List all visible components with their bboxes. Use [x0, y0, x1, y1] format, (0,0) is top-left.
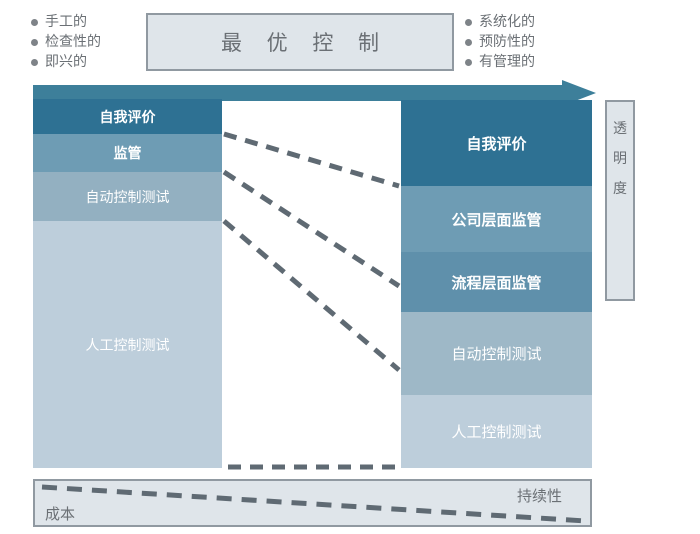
stack-segment[interactable]: 自我评价: [33, 99, 222, 134]
bullet-item: 有管理的: [465, 52, 535, 72]
bullet-dot-icon: [31, 58, 38, 66]
stack-segment[interactable]: 自我评价: [401, 100, 592, 186]
stack-segment-label: 自动控制测试: [451, 345, 542, 363]
transparency-char: 度: [613, 181, 627, 197]
bullet-list-current-state: 手工的 检查性的 即兴的: [31, 12, 101, 72]
stack-segment-label: 自我评价: [466, 134, 527, 153]
bullet-dot-icon: [465, 58, 472, 66]
bullet-dot-icon: [465, 38, 472, 46]
connector-dashed-line: [223, 131, 400, 189]
bullet-label: 检查性的: [45, 34, 101, 50]
stack-segment-label: 流程层面监管: [451, 273, 542, 292]
connector-dashed-line: [222, 219, 401, 372]
sustainability-label: 持续性: [516, 487, 562, 505]
bullet-item: 预防性的: [465, 32, 535, 52]
bullet-label: 手工的: [45, 14, 87, 30]
stack-segment-label: 自我评价: [99, 109, 156, 126]
current-state-stack: 自我评价监管自动控制测试人工控制测试: [33, 99, 222, 468]
transparency-axis-label: 透 明 度: [607, 114, 633, 204]
stack-segment[interactable]: 公司层面监管: [401, 186, 592, 252]
cost-sustainability-bar: 成本 持续性: [33, 479, 592, 527]
connector-dashed-line: [222, 169, 401, 289]
bullet-item: 手工的: [31, 12, 101, 32]
bullet-label: 预防性的: [479, 34, 535, 50]
stack-segment-label: 人工控制测试: [451, 423, 542, 441]
stack-segment[interactable]: 人工控制测试: [33, 221, 222, 468]
transparency-char: 明: [613, 151, 627, 167]
stack-segment[interactable]: 自动控制测试: [33, 172, 222, 221]
bullet-label: 即兴的: [45, 54, 87, 70]
title-box: 最 优 控 制: [146, 13, 454, 71]
bullet-list-target-state: 系统化的 预防性的 有管理的: [465, 12, 535, 72]
bullet-item: 即兴的: [31, 52, 101, 72]
stack-segment[interactable]: 流程层面监管: [401, 252, 592, 312]
transparency-axis: 透 明 度: [605, 100, 635, 301]
stack-segment-label: 公司层面监管: [451, 210, 542, 229]
bullet-dot-icon: [31, 18, 38, 26]
stack-segment[interactable]: 人工控制测试: [401, 395, 592, 468]
stack-segment-label: 人工控制测试: [85, 337, 170, 354]
bullet-dot-icon: [31, 38, 38, 46]
bullet-label: 系统化的: [479, 14, 535, 30]
stack-segment[interactable]: 自动控制测试: [401, 312, 592, 395]
bullet-dot-icon: [465, 18, 472, 26]
page-title: 最 优 控 制: [220, 31, 389, 55]
bullet-label: 有管理的: [479, 54, 535, 70]
bullet-item: 系统化的: [465, 12, 535, 32]
target-state-stack: 自我评价公司层面监管流程层面监管自动控制测试人工控制测试: [401, 100, 592, 468]
cost-label: 成本: [45, 505, 76, 523]
stack-segment[interactable]: 监管: [33, 134, 222, 172]
transparency-char: 透: [613, 121, 627, 137]
bullet-item: 检查性的: [31, 32, 101, 52]
stack-segment-label: 自动控制测试: [85, 189, 170, 206]
stack-segment-label: 监管: [113, 146, 142, 162]
